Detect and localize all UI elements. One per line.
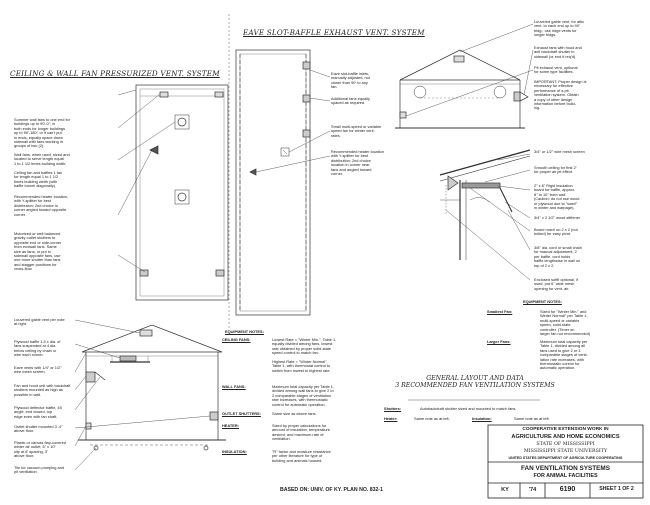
text-heater: Sized by proper calculations for amount … (272, 423, 330, 442)
note-exhaust-fans: Exhaust fans with hood and anti backdraf… (534, 45, 582, 59)
text-outlet-shutters: Same size as above fans. (272, 411, 317, 416)
note-rigid-insulation: 2" x 8" Rigid insulation board for baffl… (534, 183, 580, 210)
plan-state: KY (501, 487, 509, 493)
based-on-note: BASED ON: UNIV. OF KY. PLAN NO. 832-1 (280, 487, 384, 493)
note-outlet-shutters: Motorized or well balanced gravity outle… (14, 231, 62, 271)
label-larger-fans: Larger Fans: (487, 339, 511, 344)
plan-year: '74 (528, 487, 537, 493)
sheet-number: SHEET 1 OF 2 (599, 486, 634, 492)
label-right-heater: Heater: (384, 416, 398, 421)
note-wall-fans: Wall fans, when used, sized and located … (14, 152, 70, 166)
label-insulation: INSULATION: (222, 449, 247, 454)
label-heater: HEATER: (222, 423, 240, 428)
note-ceiling-fan-baffles: Ceiling fan and baffles 1 fan for length… (14, 170, 63, 189)
label-ceiling-fans: CEILING FANS: (222, 337, 251, 342)
equipment-notes-title: EQUIPMENT NOTES: (225, 329, 264, 334)
note-important: IMPORTANT: Proper design is necessary fo… (534, 79, 587, 111)
note-additional-fans: Additional fans equally spaced as requir… (331, 96, 370, 106)
eave-detail (439, 149, 531, 281)
left-floor-plan (117, 84, 229, 301)
right-section (395, 23, 534, 129)
org-line-1: COOPERATIVE EXTENSION WORK IN (522, 427, 609, 432)
note-cord-chain: 3/8" dia. cord or small chain for manual… (534, 245, 582, 268)
note-plywood-baffle: Plywood baffle 1.5 x dia. of fans suspen… (14, 339, 61, 358)
drawing-title-2: FOR ANIMAL FACILITIES (533, 473, 598, 479)
top-system-heading: EAVE SLOT-BAFFLE EXHAUST VENT. SYSTEM (243, 28, 425, 37)
note-vacuum-tile: Tile for vacuum pumping and pit ventilat… (14, 465, 65, 475)
note-eave-vents: Eave vents with 1/4" or 1/2" wire mesh s… (14, 365, 62, 375)
top-floor-plan (235, 49, 331, 316)
org-line-2: AGRICULTURE AND HOME ECONOMICS (511, 434, 620, 440)
note-fan-hood-unit: Fan and hood unit with backdraft shutter… (14, 383, 71, 397)
right-equipment-title: EQUIPMENT NOTES: (523, 299, 562, 304)
org-line-3: STATE OF MISSISSIPPI (536, 442, 595, 447)
note-wood-stiffener: 3/4" x 2 1/2" wood stiffener (534, 215, 581, 220)
note-louvered-gable: Louvered gable vent, for attic vent. to … (534, 19, 585, 38)
note-summer-wall-fans: Summer wall fans to one end for building… (14, 117, 71, 149)
note-small-fan: Small multi-speed or variable speed fan … (331, 124, 382, 138)
left-section (74, 319, 226, 471)
text-wall-fans: Maximum total capacity per Table 1, divi… (272, 384, 334, 407)
note-wire-mesh: 3/4" or 1/2" wire mesh screen (534, 149, 585, 154)
text-right-heater: Same note as at left. (414, 416, 450, 421)
left-system-heading: CEILING & WALL FAN PRESSURIZED VENT. SYS… (10, 69, 220, 78)
org-line-5: UNITED STATES DEPARTMENT OF AGRICULTURE … (508, 456, 623, 460)
org-line-4: MISSISSIPPI STATE UNIVERSITY (523, 449, 608, 454)
label-shutters: Shutters: (384, 406, 402, 411)
plan-number: 6190 (559, 486, 576, 493)
note-winter-air-outlet: Plastic or canvas flap-covered winter ai… (14, 440, 66, 459)
note-heater-location: Recommended heater location, with Y-spli… (14, 194, 69, 217)
note-deflector-baffle: Plywood deflector baffle, 45 angle, end … (14, 405, 62, 419)
note-enclosed-soffit: Enclosed soffit optional, if used, put 6… (534, 277, 579, 291)
text-ceiling-fans: Lowest Rate = "Winter Min.", Table 1, eq… (272, 337, 337, 373)
drawing-title-1: FAN VENTILATION SYSTEMS (521, 465, 610, 472)
note-board-notch: Board notch on 2 x 2 (not bolted) for ea… (534, 227, 578, 237)
drawing-caption: GENERAL LAYOUT AND DATA 3 RECOMMENDED FA… (395, 375, 555, 389)
text-smallest-fan: Sized for "Winter Min." and Winter Norma… (540, 309, 591, 336)
title-block-frame (487, 424, 644, 499)
text-insulation: "R" factor and moisture resistance per o… (272, 449, 331, 463)
text-larger-fans: Maximum total capacity per Table 1, divi… (540, 339, 588, 371)
label-outlet-shutters: OUTLET SHUTTERS: (222, 411, 261, 416)
note-top-heater: Recommended heater location with Y-split… (331, 149, 384, 176)
label-right-insulation: Insulation: (472, 416, 492, 421)
note-pit-exhaust: Pit exhaust vent, optional for some type… (534, 65, 578, 75)
label-smallest-fan: Smallest Fan: (487, 309, 513, 314)
text-right-insulation: Same note as at left. (514, 416, 550, 421)
note-gable-vent: Louvered gable vent per note at right. (14, 317, 65, 327)
text-shutters: Autobackdraft shutter sized and mounted … (420, 406, 517, 411)
note-smooth-ceiling: Smooth ceiling for first 2' for proper a… (534, 165, 577, 175)
note-outlet-shutter: Outlet shutter mounted 3'-4" above floor… (14, 424, 63, 434)
label-wall-fans: WALL FANS: (222, 384, 246, 389)
note-eave-slot-inlets: Eave slot-baffle inlets, manually adjust… (331, 71, 370, 90)
